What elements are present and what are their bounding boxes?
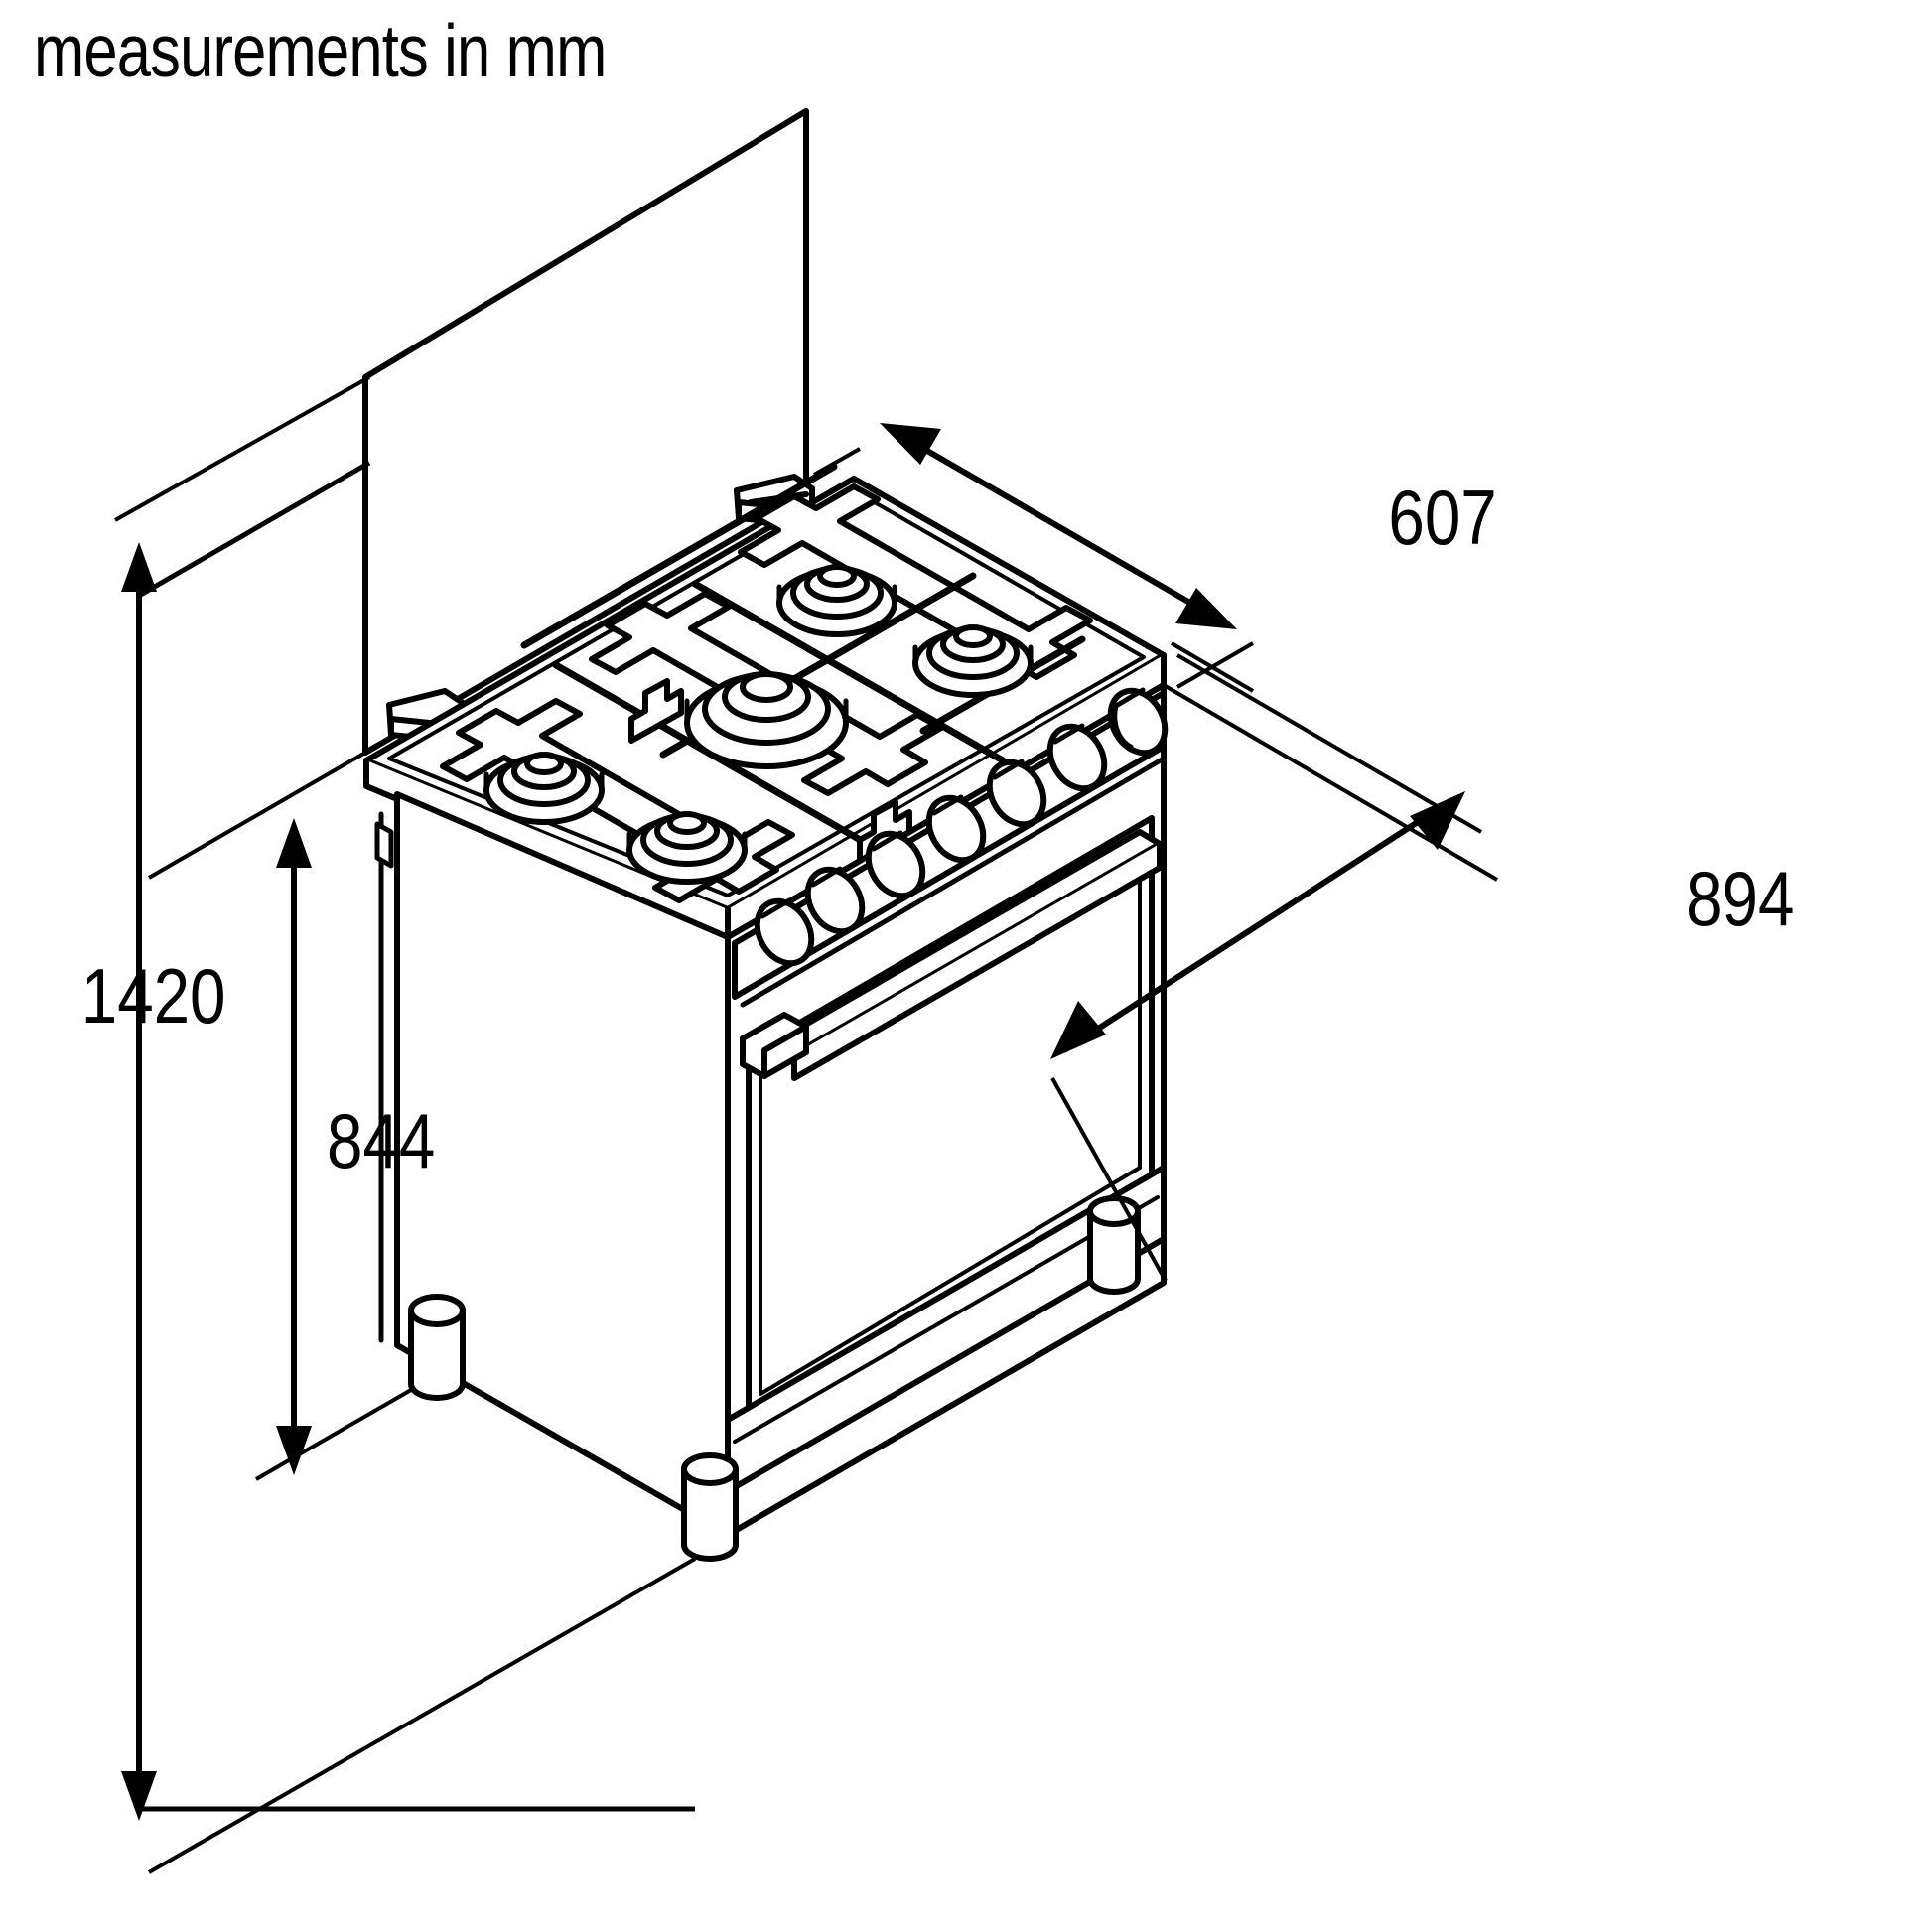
- dim-label-894: 894: [1686, 857, 1794, 943]
- knob: [986, 759, 1047, 828]
- dim-607: [813, 423, 1255, 693]
- dim-label-607: 607: [1388, 476, 1496, 562]
- knob: [925, 794, 987, 864]
- leg-front-center: [681, 1452, 739, 1562]
- ext-line-top: [137, 460, 371, 599]
- dim-894: [1050, 653, 1499, 1282]
- dim-label-1420: 1420: [81, 954, 226, 1040]
- knob: [1046, 723, 1108, 792]
- knob: [1107, 687, 1169, 757]
- burner-center-wok: [684, 671, 849, 769]
- dim-label-844: 844: [327, 1099, 435, 1185]
- burner-front-left: [483, 752, 605, 825]
- leg-front-left: [408, 1294, 466, 1401]
- legs: [408, 1195, 1141, 1562]
- control-knobs: [754, 687, 1169, 967]
- oven-door-handle: [740, 829, 1163, 1081]
- knob: [865, 830, 926, 899]
- dim-844: [276, 818, 312, 1475]
- knob: [804, 866, 866, 935]
- burner-back-right: [912, 624, 1034, 698]
- page-title: measurements in mm: [34, 9, 607, 92]
- knob: [754, 897, 815, 967]
- burner-front-center: [626, 811, 748, 885]
- leg-right: [1087, 1195, 1141, 1295]
- burner-back-left: [776, 564, 897, 637]
- dim-1420: [121, 542, 157, 1821]
